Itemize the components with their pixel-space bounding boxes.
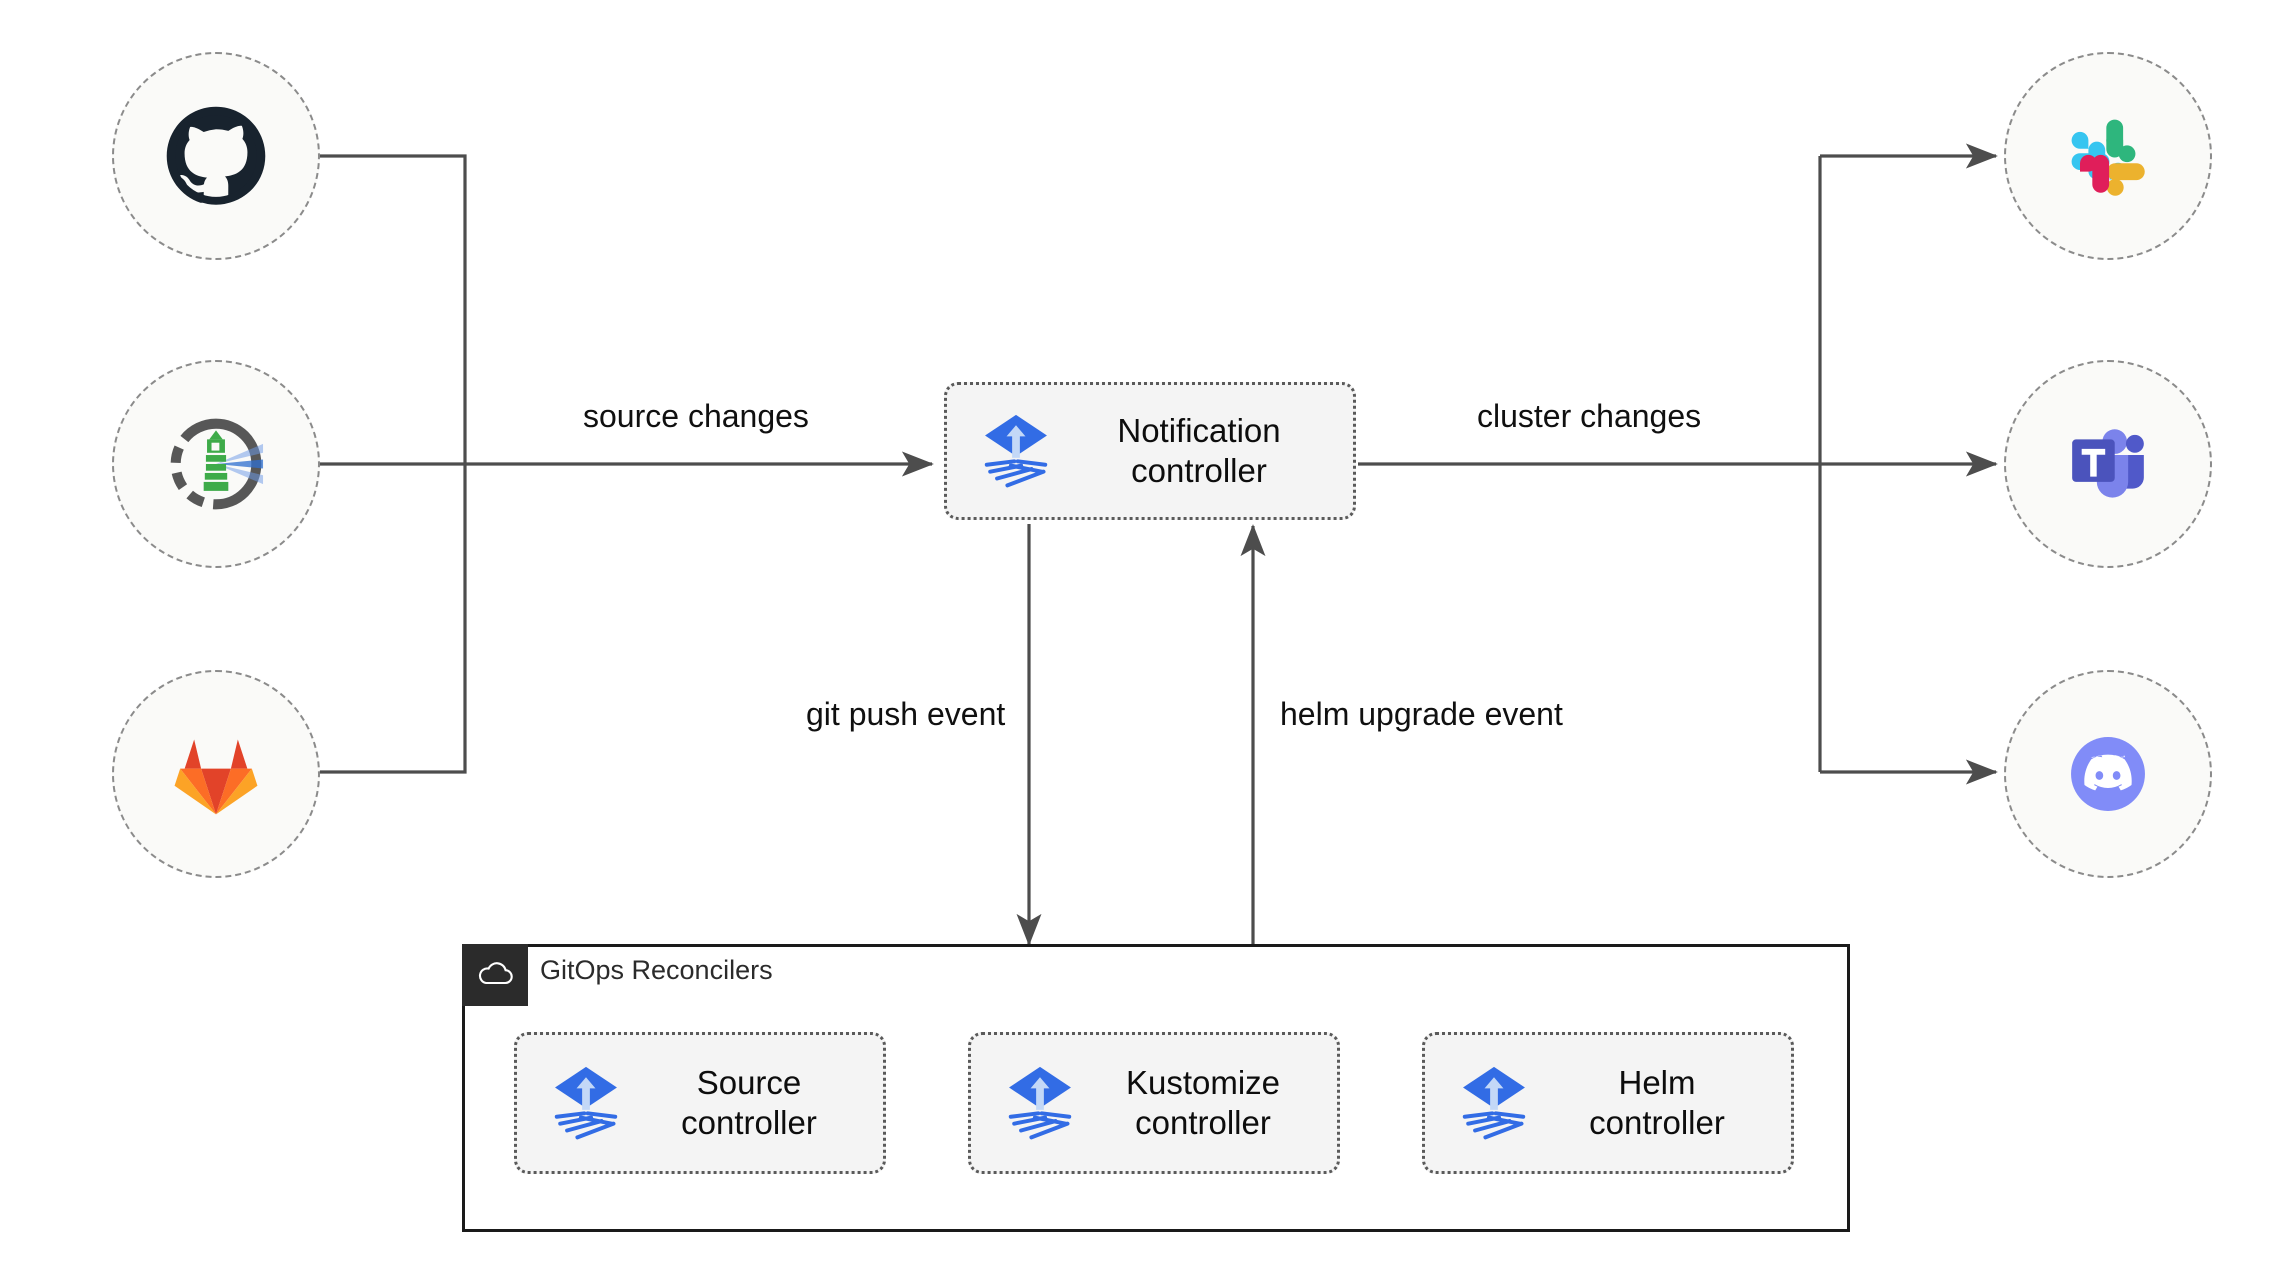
flux-logo-icon — [1462, 1066, 1526, 1140]
kustomize-controller-label: Kustomize controller — [1125, 1063, 1281, 1141]
flux-logo-icon — [984, 414, 1048, 488]
cloud-icon — [478, 962, 513, 985]
destination-node-teams[interactable] — [2004, 360, 2212, 568]
flux-logo-icon — [554, 1066, 618, 1140]
edge-label-helm-upgrade-event: helm upgrade event — [1280, 696, 1563, 732]
source-node-gitlab[interactable] — [112, 670, 320, 878]
helm-controller-box[interactable]: Helm controller — [1422, 1032, 1794, 1174]
slack-icon — [2071, 119, 2145, 196]
destination-node-slack[interactable] — [2004, 52, 2212, 260]
flux-lighthouse-icon — [170, 418, 264, 510]
discord-icon — [2071, 737, 2145, 811]
edge-label-source-changes: source changes — [583, 398, 809, 434]
gitops-reconcilers-title: GitOps Reconcilers — [540, 955, 773, 985]
source-controller-label: Source controller — [681, 1063, 817, 1141]
gitops-reconcilers-badge — [462, 944, 528, 1006]
github-icon — [166, 106, 266, 205]
source-controller-box[interactable]: Source controller — [514, 1032, 886, 1174]
destination-node-discord[interactable] — [2004, 670, 2212, 878]
source-node-github[interactable] — [112, 52, 320, 260]
gitlab-icon — [174, 739, 258, 815]
kustomize-controller-box[interactable]: Kustomize controller — [968, 1032, 1340, 1174]
notification-controller-label: Notification controller — [1117, 411, 1281, 489]
edge-label-git-push-event: git push event — [806, 696, 1006, 732]
flux-logo-icon — [1008, 1066, 1072, 1140]
edge-label-cluster-changes: cluster changes — [1477, 398, 1702, 434]
notification-controller-box[interactable]: Notification controller — [944, 382, 1356, 520]
helm-controller-label: Helm controller — [1589, 1063, 1725, 1141]
microsoft-teams-icon — [2072, 429, 2144, 498]
source-node-flux-lighthouse[interactable] — [112, 360, 320, 568]
